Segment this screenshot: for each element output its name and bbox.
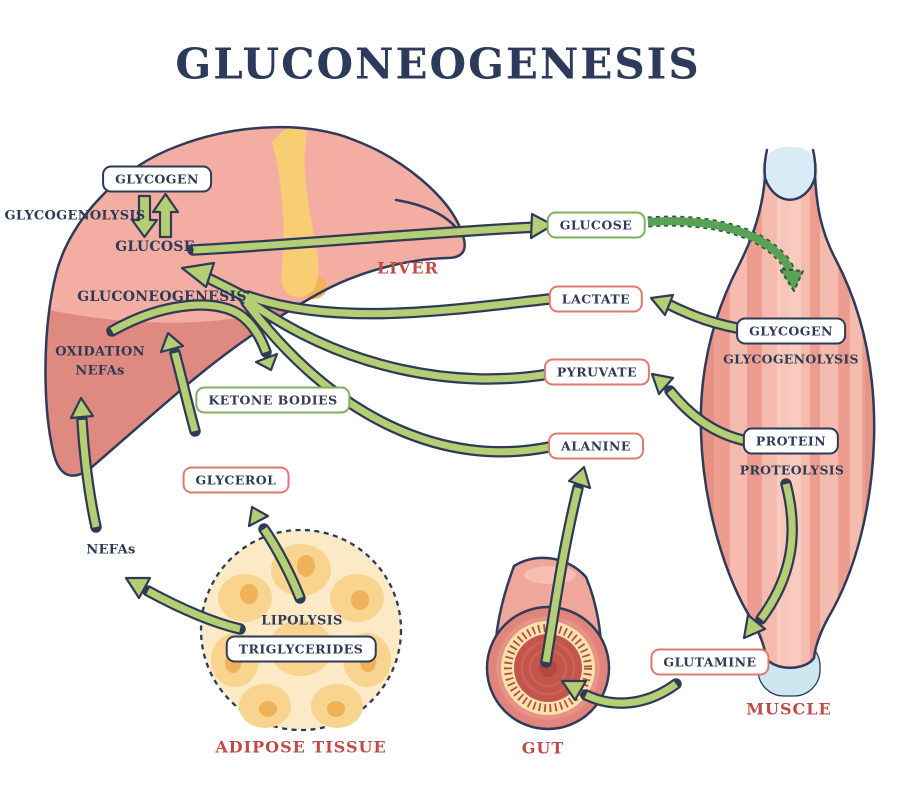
arrow-glucose-to-muscle-dashed	[647, 215, 804, 292]
muscle-tendon-top	[762, 147, 818, 203]
label-adipose-tissue: ADIPOSE TISSUE	[215, 737, 387, 757]
label-oxidation: OXIDATION	[55, 344, 145, 360]
arrow-liver-to-ketone-bodies	[106, 299, 279, 372]
adipose-tissue-shape	[199, 528, 403, 732]
box-protein: PROTEIN	[742, 427, 840, 455]
liver-gallbladder	[272, 126, 319, 298]
arrow-gut-to-alanine	[540, 465, 592, 668]
box-pyruvate: PYRUVATE	[543, 358, 651, 386]
label-gut: GUT	[521, 738, 565, 758]
box-glutamine: GLUTAMINE	[650, 648, 770, 676]
box-glycerol: GLYCEROL	[182, 466, 290, 494]
box-glucose: GLUCOSE	[546, 211, 646, 239]
arrow-liver-glucose-to-blood	[187, 212, 555, 256]
box-triglycerides: TRIGLYCERIDES	[225, 635, 377, 663]
diagram-title: GLUCONEOGENESIS	[175, 39, 701, 89]
arrow-nefas-to-oxidation	[69, 396, 102, 533]
arrow-proteolysis-to-glutamine	[742, 478, 798, 640]
arrow-glutamine-to-gut	[560, 678, 682, 709]
label-gluconeogenesis-liver: GLUCONEOGENESIS	[77, 289, 247, 305]
box-lactate: LACTATE	[548, 285, 644, 313]
label-nefas: NEFAs	[86, 542, 136, 558]
gut-villi-ring	[504, 624, 592, 712]
label-lipolysis: LIPOLYSIS	[261, 613, 343, 629]
box-glycogen-muscle: GLYCOGEN	[736, 317, 846, 345]
label-glucose-liver: GLUCOSE	[115, 239, 195, 255]
liver-outline	[44, 125, 466, 477]
muscle-outline	[699, 176, 876, 669]
label-proteolysis: PROTEOLYSIS	[739, 462, 845, 478]
arrows	[69, 192, 804, 709]
label-oxidation-nefas: NEFAs	[75, 363, 125, 379]
arrow-substrates-to-liver	[180, 261, 555, 458]
box-alanine: ALANINE	[548, 432, 644, 460]
box-ketone-bodies: KETONE BODIES	[195, 386, 351, 414]
label-glycogenolysis-muscle: GLYCOGENOLYSIS	[723, 351, 859, 367]
label-liver: LIVER	[377, 258, 439, 278]
label-glycogenolysis-liver: GLYCOGENOLYSIS	[4, 208, 146, 224]
arrow-muscle-to-pyruvate	[650, 372, 753, 447]
arrow-glycerol-to-liver	[159, 331, 201, 437]
box-glycogen-liver: GLYCOGEN	[102, 165, 212, 193]
arrow-lipolysis-to-glycerol	[247, 505, 306, 604]
label-muscle: MUSCLE	[746, 699, 832, 719]
arrow-glucose-to-glycogen	[151, 192, 180, 239]
arrow-triglycerides-to-nefas	[124, 576, 246, 635]
arrow-glycogen-to-glucose	[130, 194, 159, 239]
